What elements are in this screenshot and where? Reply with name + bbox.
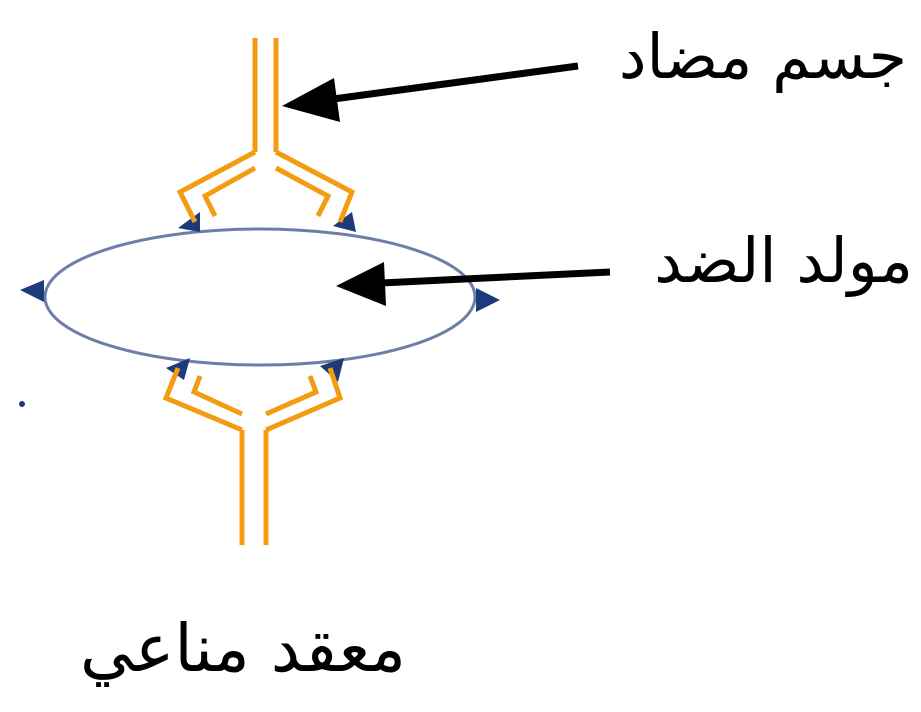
- antibody-label: جسم مضاد: [618, 20, 907, 93]
- binding-site-right: [476, 288, 500, 312]
- binding-site-top-right: [333, 212, 356, 232]
- arrow-antigen: [336, 262, 611, 306]
- antibody-top: [176, 38, 356, 224]
- binding-site-left: [20, 280, 44, 302]
- immune-complex-label: معقد مناعي: [80, 610, 406, 687]
- arrow-antibody: [282, 62, 579, 122]
- arrowhead-antigen: [336, 262, 386, 306]
- antigen-label: مولد الضد: [654, 224, 913, 297]
- arrowhead-antibody: [282, 78, 340, 122]
- antigen-binding-sites: [20, 212, 500, 382]
- antigen-ellipse: [43, 227, 477, 367]
- stray-dot: [19, 401, 25, 407]
- antibody-bottom: [162, 367, 344, 545]
